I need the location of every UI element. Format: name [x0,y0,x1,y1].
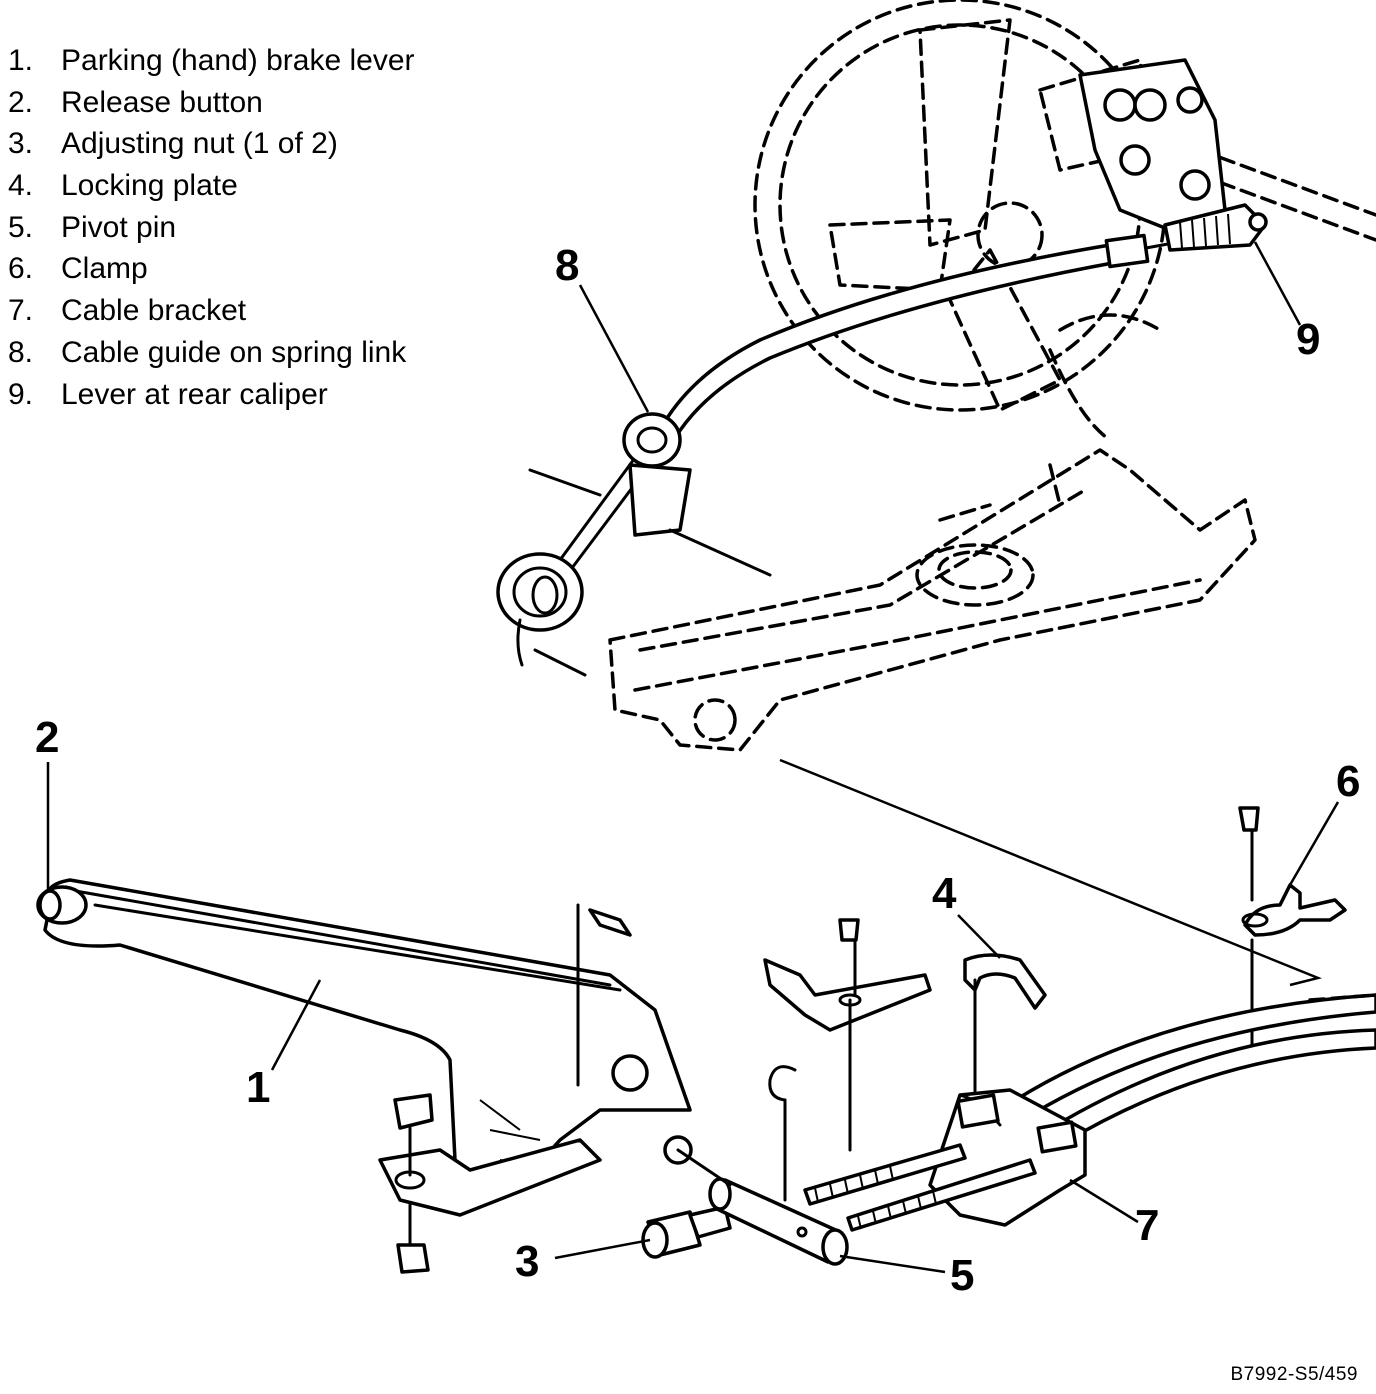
parts-legend: 1.Parking (hand) brake lever 2.Release b… [8,40,415,415]
callout-3: 3 [515,1237,540,1286]
cable-guide [528,412,772,577]
callout-6: 6 [1336,757,1361,806]
figure-code: B7992-S5/459 [1230,1364,1358,1385]
spring-link-phantom [608,448,1257,752]
lever-mounting-base [378,1093,602,1274]
retaining-clip [768,1065,797,1202]
callout-9: 9 [1296,315,1321,364]
legend-item-9: 9.Lever at rear caliper [8,377,328,411]
cable-bracket [803,1088,1087,1232]
callout-5: 5 [950,1251,975,1300]
legend-item-3: 3.Adjusting nut (1 of 2) [8,127,338,161]
legend-item-5: 5.Pivot pin [8,210,177,244]
callout-4: 4 [932,869,957,918]
legend-item-8: 8.Cable guide on spring link [8,335,407,369]
rear-caliper [1078,58,1227,232]
cable-grommet [496,552,587,677]
legend-item-1: 1.Parking (hand) brake lever [8,44,415,77]
rear-hub-phantom [753,0,1376,442]
callout-7: 7 [1135,1201,1160,1250]
adjusting-nut [641,1205,732,1259]
rear-caliper-lever [1163,203,1268,252]
pivot-pin [676,1148,849,1266]
legend-item-4: 4.Locking plate [8,169,238,203]
callout-1: 1 [246,1063,271,1112]
link-leader-line [779,758,1323,987]
legend-item-6: 6.Clamp [8,252,148,286]
callout-2: 2 [35,713,60,762]
cable-clamp [1238,806,1347,1052]
upper-cable-bracket [763,918,932,1152]
twin-brake-cables [998,993,1376,1152]
locking-plate [963,953,1047,1102]
callout-leaders [46,241,1340,1274]
callout-8: 8 [555,241,580,290]
parking-brake-lever [36,878,693,1197]
legend-item-7: 7.Cable bracket [8,294,247,328]
legend-item-2: 2.Release button [8,85,263,119]
